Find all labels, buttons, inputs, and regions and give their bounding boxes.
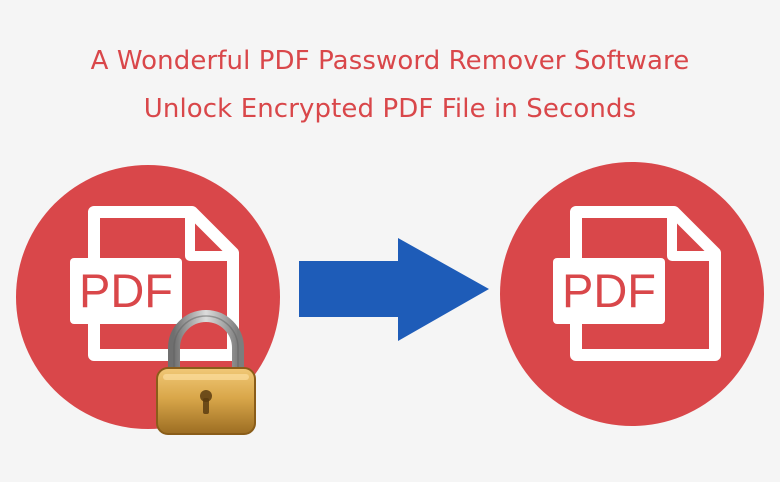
padlock-icon (156, 310, 256, 435)
arrow-right-icon (299, 238, 489, 341)
unlocked-pdf-group: PDF (500, 162, 764, 426)
locked-pdf-label: PDF (79, 264, 173, 317)
headline-line-2: Unlock Encrypted PDF File in Seconds (143, 94, 637, 124)
unlocked-pdf-label: PDF (562, 264, 656, 317)
pdf-file-icon (70, 206, 239, 361)
pdf-file-icon (553, 206, 721, 361)
headline-line-1: A Wonderful PDF Password Remover Softwar… (90, 46, 690, 76)
locked-pdf-group: PDF (16, 165, 280, 435)
